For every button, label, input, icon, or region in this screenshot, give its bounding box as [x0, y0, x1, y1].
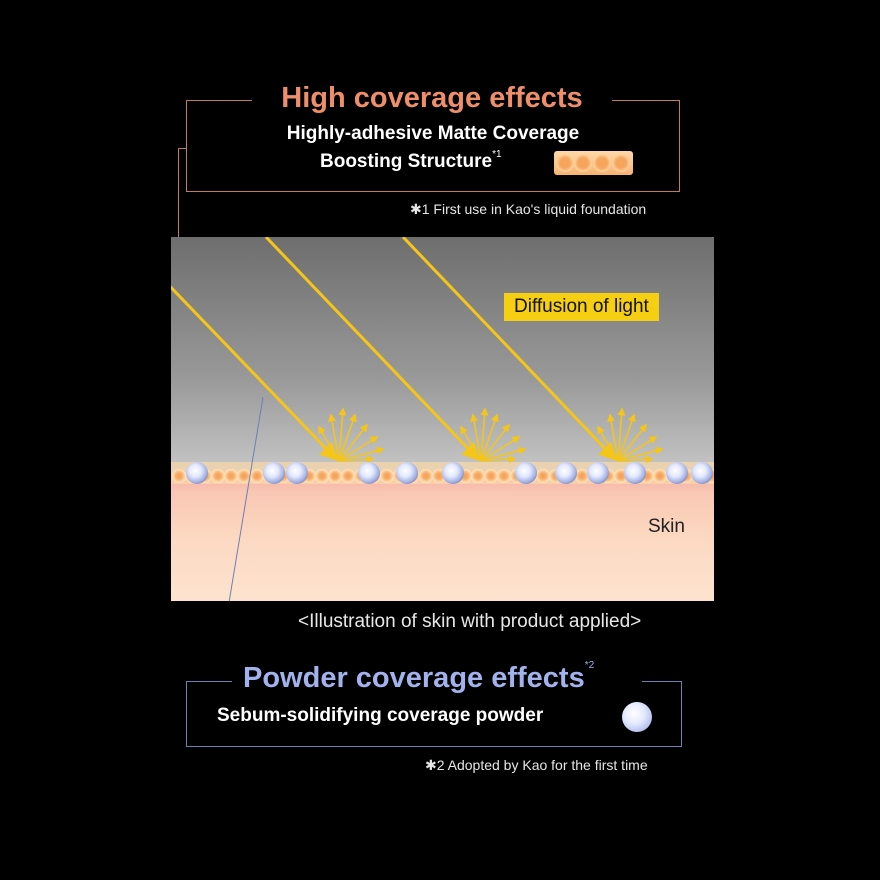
light-ray	[264, 237, 481, 462]
coverage-particle	[471, 469, 485, 483]
light-rays	[171, 237, 618, 462]
blue-powder-sphere-icon	[622, 702, 652, 732]
coverage-particle	[575, 469, 589, 483]
powder-coverage-title-text: Powder coverage effects	[243, 662, 585, 694]
coverage-particle	[497, 469, 511, 483]
callout-border-segment	[612, 100, 680, 101]
powder-particle	[587, 462, 609, 484]
powder-particle	[442, 462, 464, 484]
coverage-particle	[211, 469, 225, 483]
leader-line-coverage	[178, 148, 186, 149]
orange-particle-chain-icon	[554, 151, 633, 175]
powder-particle	[691, 462, 713, 484]
powder-particle	[396, 462, 418, 484]
powder-particle	[515, 462, 537, 484]
footnote-2: ✱2 Adopted by Kao for the first time	[425, 757, 648, 773]
scattered-light	[318, 407, 664, 464]
coverage-particle	[484, 469, 498, 483]
skin-illustration-svg	[171, 237, 714, 601]
coverage-particle	[341, 469, 355, 483]
powder-particle	[358, 462, 380, 484]
skin-region	[171, 477, 714, 601]
footnote-mark-2: *2	[584, 660, 595, 671]
particle-layer	[172, 462, 714, 484]
coverage-structure-line2: Boosting Structure*1	[320, 149, 502, 173]
powder-particle	[555, 462, 577, 484]
coverage-particle	[536, 469, 550, 483]
powder-particle	[666, 462, 688, 484]
coverage-particle	[250, 469, 264, 483]
callout-border-segment	[642, 681, 682, 682]
powder-coverage-callout-box	[186, 681, 682, 747]
high-coverage-title: High coverage effects	[281, 82, 583, 114]
coverage-structure-line2-text: Boosting Structure	[320, 151, 493, 172]
powder-particle	[186, 462, 208, 484]
footnote-1: ✱1 First use in Kao's liquid foundation	[410, 201, 647, 217]
coverage-particle	[328, 469, 342, 483]
skin-label: Skin	[648, 516, 685, 537]
coverage-particle	[653, 469, 667, 483]
coverage-particle	[172, 469, 186, 483]
coverage-particle	[419, 469, 433, 483]
coverage-structure-line1: Highly-adhesive Matte Coverage	[286, 123, 580, 144]
coverage-particle	[237, 469, 251, 483]
powder-description: Sebum-solidifying coverage powder	[217, 705, 544, 726]
powder-coverage-title: Powder coverage effects*2	[243, 660, 595, 695]
light-ray	[401, 237, 618, 462]
callout-border-segment	[186, 100, 252, 101]
high-coverage-callout-box	[186, 100, 680, 192]
coverage-particle	[315, 469, 329, 483]
light-ray	[171, 285, 339, 462]
illustration-caption: <Illustration of skin with product appli…	[298, 611, 642, 632]
powder-particle	[286, 462, 308, 484]
diffusion-of-light-label: Diffusion of light	[504, 293, 659, 321]
skin-illustration	[171, 237, 714, 601]
leader-line-powder	[228, 396, 264, 601]
coverage-particle	[380, 469, 394, 483]
footnote-mark-1: *1	[492, 149, 502, 160]
callout-border-segment	[186, 681, 232, 682]
coverage-particle	[224, 469, 238, 483]
powder-particle	[624, 462, 646, 484]
powder-particle	[263, 462, 285, 484]
